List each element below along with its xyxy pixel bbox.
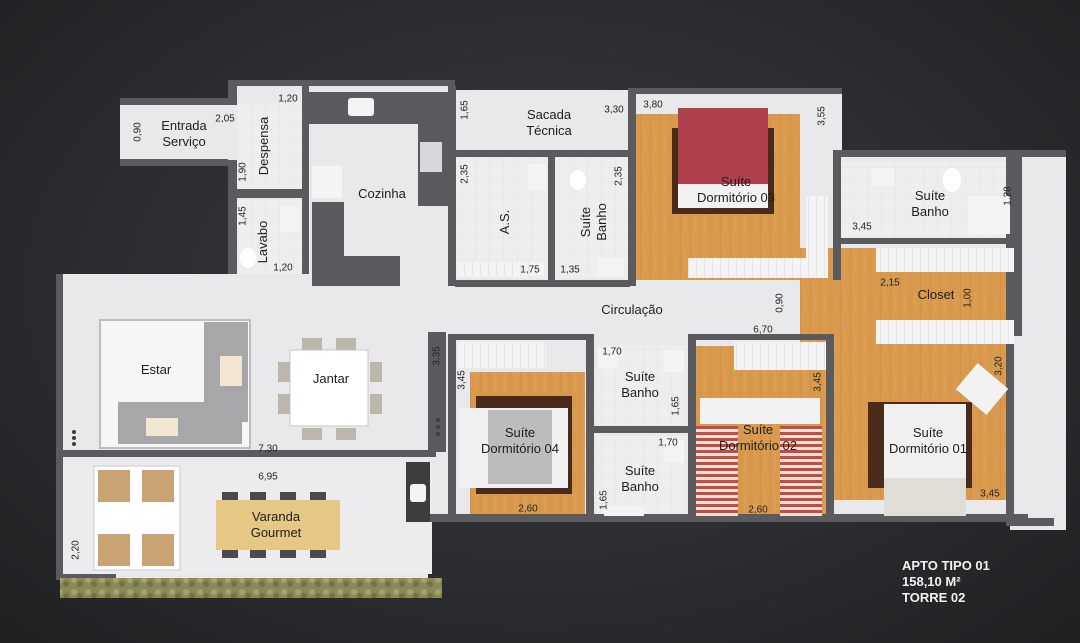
room-label-as: A.S. — [497, 209, 512, 235]
room-label-suite-banho-a: Suíte Banho — [578, 203, 609, 241]
dimension-label: 1,90 — [237, 162, 249, 182]
kitchen-sink — [348, 98, 374, 116]
dimension-label: 3,80 — [643, 99, 663, 111]
dimension-label: 6,70 — [753, 324, 773, 336]
dimension-label: 2,15 — [880, 277, 900, 289]
garden-strip — [60, 578, 442, 598]
dormitorio-04-bed — [488, 410, 552, 484]
unit-area: 158,10 M² — [902, 574, 961, 589]
room-label-despensa: Despensa — [256, 116, 271, 176]
lavabo-toilet — [240, 248, 256, 268]
dimension-label: 2,60 — [748, 504, 768, 516]
dimension-label: 2,05 — [215, 113, 235, 125]
dimension-label: 1,00 — [962, 288, 974, 308]
room-label-circulacao: Circulação — [601, 302, 663, 317]
dimension-label: 0,90 — [132, 122, 144, 142]
gourmet-table — [216, 500, 340, 550]
room-label-suite-banho-master: Suíte Banho — [911, 188, 949, 219]
dimension-label: 2,35 — [459, 164, 471, 184]
room-label-closet: Closet — [917, 287, 955, 302]
room-label-suite-dormitorio-01: Suíte Dormitório 01 — [888, 425, 968, 456]
dimension-label: 3,35 — [431, 346, 443, 366]
dimension-label: 1,70 — [602, 346, 622, 358]
dimension-label: 1,70 — [658, 437, 678, 449]
room-label-jantar: Jantar — [312, 371, 350, 386]
dimension-label: 3,45 — [812, 372, 824, 392]
dimension-label: 1,65 — [670, 396, 682, 416]
room-label-sacada-tecnica: Sacada Técnica — [526, 107, 572, 138]
lavabo-sink — [280, 206, 300, 232]
room-label-suite-dormitorio-02: Suíte Dormitório 02 — [718, 422, 798, 453]
room-label-estar: Estar — [140, 362, 172, 377]
dimension-label: 1,28 — [1002, 186, 1014, 206]
unit-type: APTO TIPO 01 — [902, 558, 990, 573]
dimension-label: 3,30 — [604, 104, 624, 116]
unit-info: APTO TIPO 01 158,10 M² TORRE 02 — [902, 558, 990, 606]
dimension-label: 6,95 — [258, 471, 278, 483]
dimension-label: 1,65 — [598, 490, 610, 510]
dimension-label: 2,60 — [518, 503, 538, 515]
beds — [458, 108, 1009, 516]
dimension-label: 1,65 — [459, 100, 471, 120]
room-label-suite-dormitorio-03: Suíte Dormitório 03 — [696, 174, 776, 205]
dimension-label: 0,90 — [774, 293, 786, 313]
dimension-label: 3,55 — [816, 106, 828, 126]
fixtures — [240, 98, 1010, 522]
room-label-suite-banho-b: Suíte Banho — [621, 369, 659, 400]
dimension-label: 2,20 — [70, 540, 82, 560]
dimension-label: 1,45 — [237, 206, 249, 226]
room-label-cozinha: Cozinha — [358, 186, 406, 201]
room-label-varanda-gourmet: Varanda Gourmet — [250, 509, 302, 540]
dimension-label: 3,20 — [993, 356, 1005, 376]
unit-tower: TORRE 02 — [902, 590, 966, 605]
dimension-label: 7,30 — [258, 443, 278, 455]
dimension-label: 3,45 — [852, 221, 872, 233]
dormitorio-02-bed-a — [696, 426, 738, 516]
room-label-suite-dormitorio-04: Suíte Dormitório 04 — [480, 425, 560, 456]
dimension-label: 2,35 — [613, 166, 625, 186]
dimension-label: 3,45 — [456, 370, 468, 390]
room-label-entrada-servico: Entrada Serviço — [161, 118, 207, 149]
wardrobes — [458, 196, 1014, 370]
cooktop — [420, 142, 442, 172]
dimension-label: 3,45 — [980, 488, 1000, 500]
dimension-label: 1,20 — [273, 262, 293, 274]
walls — [56, 80, 1066, 580]
room-label-suite-banho-c: Suíte Banho — [621, 463, 659, 494]
living-furniture — [60, 319, 442, 598]
dimension-label: 1,35 — [560, 264, 580, 276]
room-label-lavabo: Lavabo — [255, 220, 270, 264]
dimension-label: 1,20 — [278, 93, 298, 105]
jantar-table — [289, 349, 369, 427]
dimension-label: 1,75 — [520, 264, 540, 276]
dormitorio-02-bed-b — [780, 426, 822, 516]
